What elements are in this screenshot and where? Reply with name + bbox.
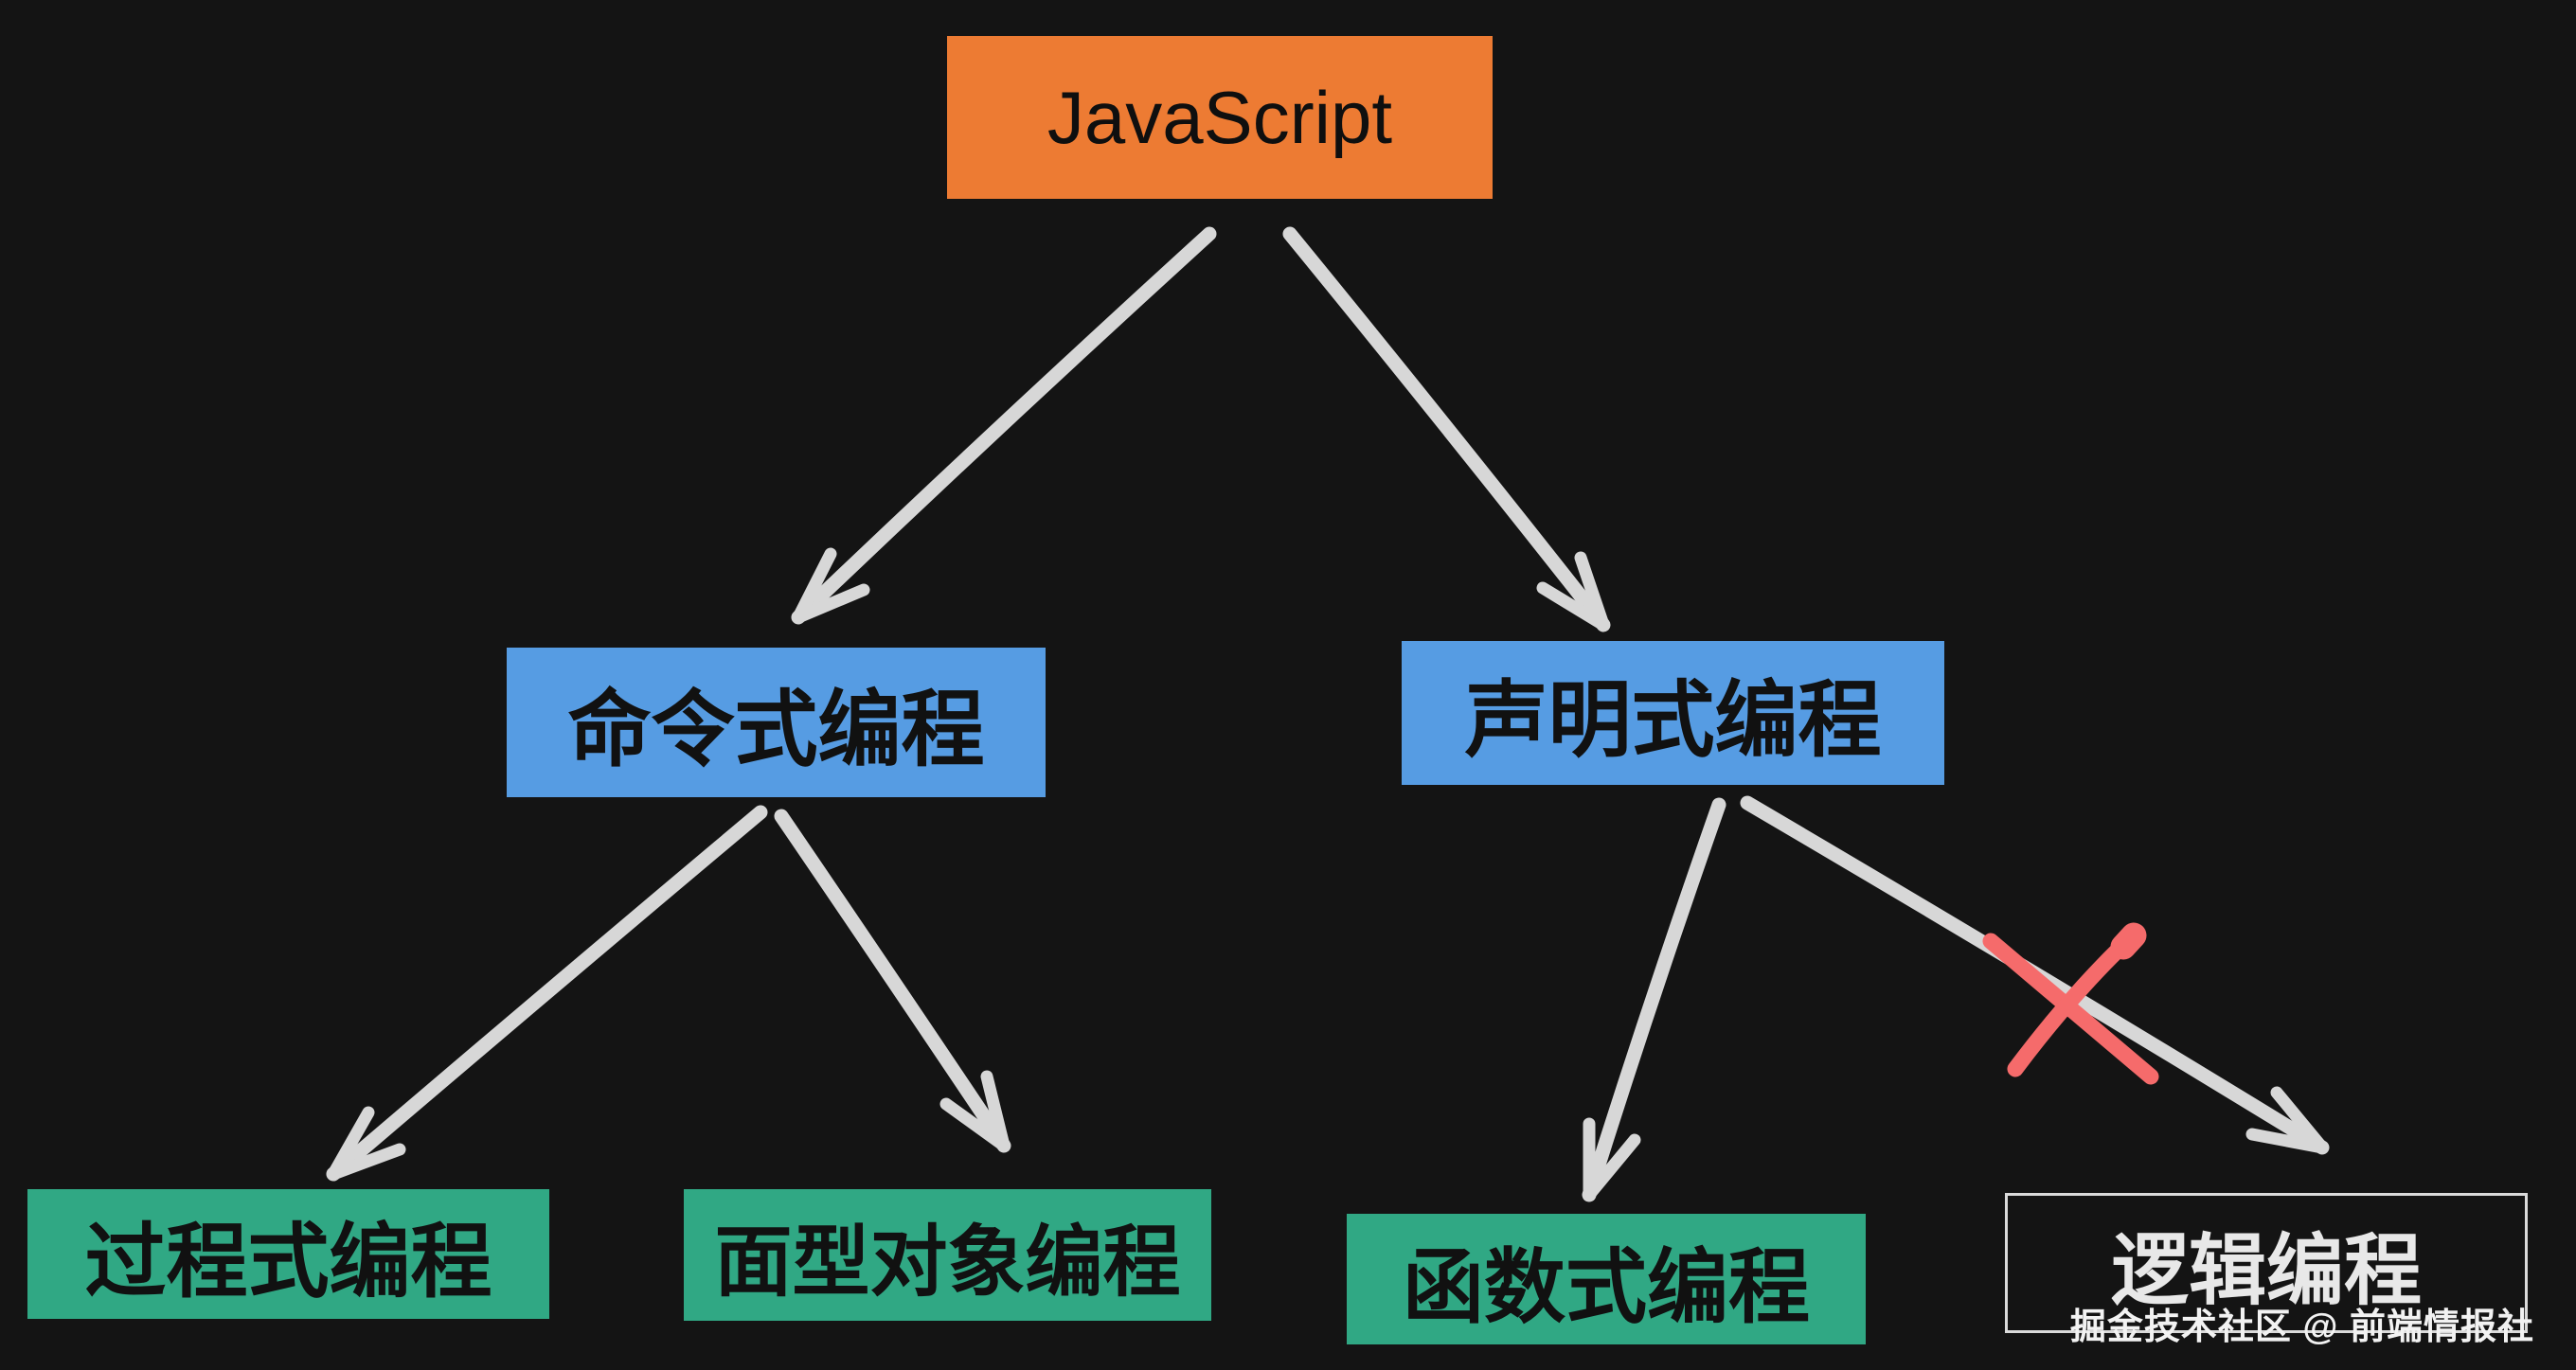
arrow-javascript-to-declarative	[1282, 226, 1611, 632]
node-imperative-programming: 命令式编程	[507, 648, 1046, 797]
node-functional-programming: 函数式编程	[1347, 1214, 1866, 1344]
watermark: 掘金技术社区 @ 前端情报社	[2069, 1308, 2534, 1347]
arrow-declarative-to-functional	[1582, 797, 1726, 1202]
node-logic-programming: 逻辑编程	[2005, 1193, 2528, 1333]
arrow-imperative-to-oop	[774, 809, 1011, 1153]
red-cross-icon	[1982, 922, 2159, 1085]
node-declarative-programming: 声明式编程	[1402, 641, 1944, 785]
node-object-oriented-programming: 面型对象编程	[684, 1189, 1211, 1321]
node-javascript: JavaScript	[947, 36, 1493, 199]
arrow-javascript-to-imperative	[791, 226, 1217, 625]
arrow-imperative-to-procedural	[326, 805, 768, 1182]
node-procedural-programming: 过程式编程	[27, 1189, 549, 1319]
